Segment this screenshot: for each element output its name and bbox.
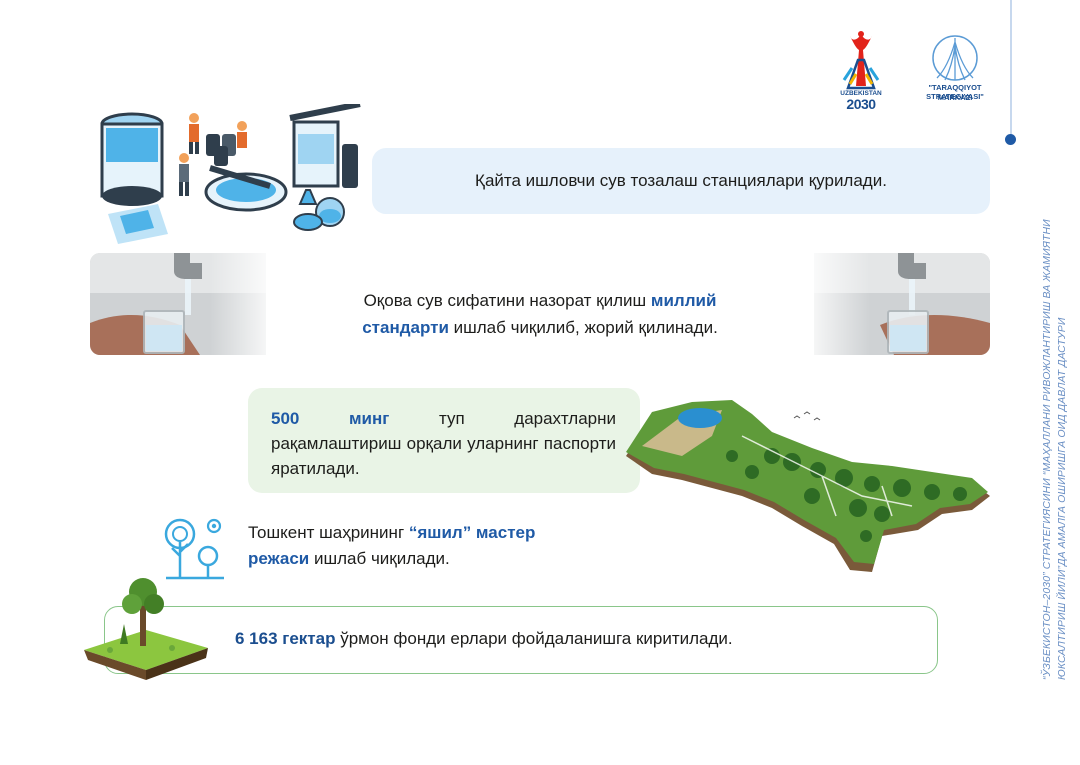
item-3-highlight: 500 минг — [271, 409, 390, 428]
item-tree-passport-card: 500 минг туп дарахтларни рақамлаштириш о… — [248, 388, 640, 493]
grass-island-tree-illustration — [80, 574, 210, 684]
item-2-highlight-2: стандарти — [362, 318, 449, 338]
side-dot — [1005, 134, 1016, 145]
strategy-name: "TARAQQIYOT STRATEGIYASI" — [926, 83, 984, 101]
uzbekistan-2030-logo: UZBEKISTAN 2030 — [836, 30, 886, 112]
strategy-center-logo: "TARAQQIYOT STRATEGIYASI" MARKAZI — [915, 34, 995, 114]
item-2-text: Оқова сув сифатини назорат қилиш миллий … — [300, 287, 780, 341]
item-4-highlight-2: режаси — [248, 549, 310, 569]
uzbekistan-label: UZBEKISTAN — [840, 90, 882, 97]
item-4-text-start: Тошкент шаҳрининг — [248, 523, 409, 542]
green-city-tree-icon — [160, 512, 230, 582]
water-treatment-illustration — [98, 101, 366, 244]
tree-island-icon — [84, 578, 208, 680]
item-2-text-start: Оқова сув сифатини назорат қилиш — [363, 291, 651, 310]
item-forest-fund-card: 6 163 гектар ўрмон фонди ерлари фойдалан… — [104, 606, 938, 674]
uzbekistan-map-icon — [626, 400, 990, 572]
item-tashkent-master-plan: Тошкент шаҳрининг “яшил” мастер режаси и… — [248, 520, 640, 573]
item-4-highlight-1: “яшил” мастер — [408, 523, 536, 542]
side-text-line-1: “Ўзбекистон–2030” стратегиясини “Маҳалла… — [1041, 219, 1053, 680]
side-program-title: “Ўзбекистон–2030” стратегиясини “Маҳалла… — [1040, 150, 1070, 680]
uzbekistan-forest-map — [622, 396, 992, 576]
year-label: 2030 — [846, 96, 876, 112]
item-2-text-end: ишлаб чиқилиб, жорий қилинади. — [448, 318, 718, 338]
item-1-text: Қайта ишловчи сув тозалаш станциялари қу… — [475, 171, 887, 190]
item-water-treatment-card: Қайта ишловчи сув тозалаш станциялари қу… — [372, 148, 990, 214]
strategy-sub: MARKAZI — [937, 93, 973, 102]
side-text-line-2: юксалтириш йили”да амалга оширишга оид д… — [1056, 317, 1069, 680]
item-5-highlight: 6 163 гектар — [235, 629, 336, 648]
tower-emblem-icon — [932, 35, 978, 81]
item-4-text-end: ишлаб чиқилади. — [309, 549, 450, 569]
item-3-text-rest: туп дарахтларни рақамлаштириш орқали ула… — [271, 409, 616, 479]
item-5-text: 6 163 гектар ўрмон фонди ерлари фойдалан… — [235, 629, 733, 649]
uzbekistan-2030-emblem-icon — [842, 31, 880, 90]
item-wastewater-standard-card: Оқова сув сифатини назорат қилиш миллий … — [90, 253, 990, 355]
item-5-text-rest: ўрмон фонди ерлари фойдаланишга киритила… — [335, 629, 733, 648]
side-line — [1010, 0, 1012, 138]
water-treatment-icon — [100, 101, 361, 244]
item-2-highlight-1: миллий — [650, 291, 717, 310]
item-3-text: 500 минг туп дарахтларни рақамлаштириш о… — [271, 406, 616, 481]
